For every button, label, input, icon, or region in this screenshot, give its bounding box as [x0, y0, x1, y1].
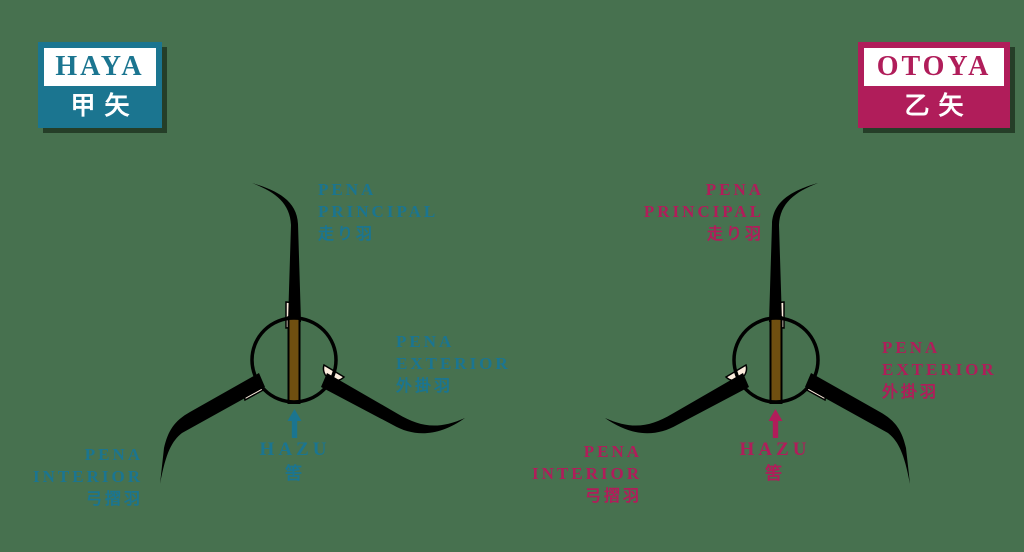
haya-badge-kanji: 甲矢 — [44, 86, 156, 122]
haya-badge-latin: HAYA — [44, 48, 156, 86]
otoya-badge: OTOYA 乙矢 — [858, 42, 1010, 128]
otoya-label-pena-interior: PENA INTERIOR 弓摺羽 — [532, 442, 642, 505]
haya-label-hazu: HAZU 筈 — [259, 439, 331, 483]
hazu-up-arrow-icon — [287, 409, 302, 438]
otoya-badge-kanji: 乙矢 — [864, 86, 1004, 122]
haya-badge: HAYA 甲矢 — [38, 42, 162, 128]
haya-label-pena-principal: PENA PRINCIPAL 走り羽 — [318, 180, 439, 243]
otoya-label-pena-exterior: PENA EXTERIOR 外掛羽 — [882, 338, 997, 401]
otoya-label-pena-principal: PENA PRINCIPAL 走り羽 — [643, 180, 764, 243]
hazu-up-arrow-icon — [768, 409, 783, 438]
otoya-badge-latin: OTOYA — [864, 48, 1004, 86]
haya-label-pena-exterior: PENA EXTERIOR 外掛羽 — [396, 332, 511, 395]
otoya-label-hazu: HAZU 筈 — [739, 439, 811, 483]
haya-label-pena-interior: PENA INTERIOR 弓摺羽 — [33, 445, 143, 508]
